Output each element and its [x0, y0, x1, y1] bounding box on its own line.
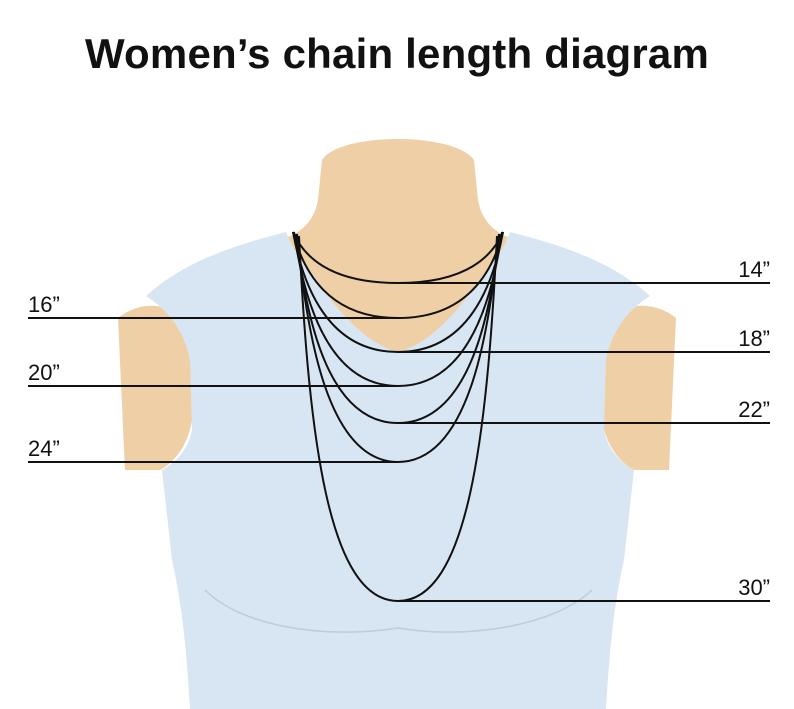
bust-shadow	[204, 589, 593, 633]
chain-length-label: 24”	[28, 436, 60, 461]
chain-length-label: 14”	[738, 257, 770, 282]
chain-length-label: 18”	[738, 326, 770, 351]
diagram-title: Women’s chain length diagram	[84, 30, 710, 77]
leader-lines-group	[28, 282, 770, 602]
labels-group: 14” 16” 18” 20” 22” 24” 30”	[28, 257, 770, 600]
right-arm	[602, 305, 676, 470]
neckline	[292, 228, 504, 352]
left-arm	[118, 305, 192, 470]
chain-length-label: 16”	[28, 292, 60, 317]
chain-length-label: 30”	[738, 575, 770, 600]
chain-length-label: 20”	[28, 360, 60, 385]
chain-length-label: 22”	[738, 397, 770, 422]
